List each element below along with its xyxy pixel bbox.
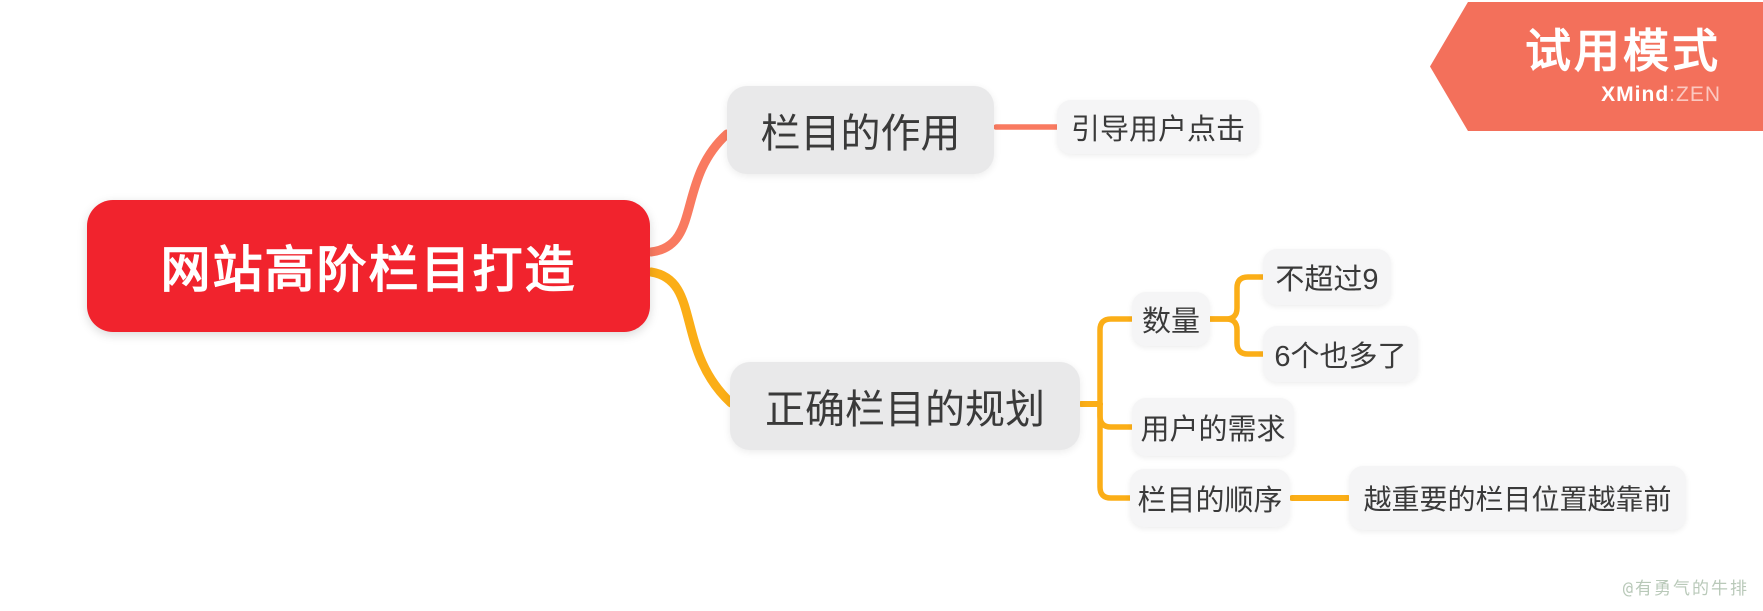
node-root-topic[interactable]: 网站高阶栏目打造 [87, 200, 650, 332]
node-important-columns-first[interactable]: 越重要的栏目位置越靠前 [1349, 466, 1686, 530]
connector-root-to-branch1 [646, 129, 732, 257]
node-correct-column-planning[interactable]: 正确栏目的规划 [730, 362, 1080, 450]
connector-branch2-to-order [1097, 401, 1134, 501]
node-column-order[interactable]: 栏目的顺序 [1130, 469, 1290, 527]
connector-quantity-to-six [1206, 316, 1267, 357]
node-column-function[interactable]: 栏目的作用 [727, 86, 994, 174]
author-watermark: @有勇气的牛排 [1622, 579, 1749, 599]
xmind-zen-logo: XMind:ZEN [1601, 83, 1721, 107]
trial-mode-title: 试用模式 [1525, 25, 1721, 78]
node-six-is-too-many[interactable]: 6个也多了 [1263, 326, 1418, 382]
node-quantity[interactable]: 数量 [1132, 292, 1210, 346]
node-guide-user-click[interactable]: 引导用户点击 [1057, 100, 1259, 154]
connector-quantity-to-max9 [1206, 274, 1267, 322]
connector-root-to-branch2 [646, 267, 736, 408]
trial-mode-banner[interactable]: 试用模式 XMind:ZEN [1430, 2, 1763, 131]
node-no-more-than-9[interactable]: 不超过9 [1263, 249, 1391, 305]
xmind-logo-bold: XMind [1601, 82, 1670, 106]
connector-branch2-to-quantity [1097, 316, 1136, 407]
xmind-logo-light: :ZEN [1669, 82, 1721, 106]
node-user-needs[interactable]: 用户的需求 [1132, 398, 1294, 456]
connector-branch2-to-userneeds [1097, 401, 1136, 430]
